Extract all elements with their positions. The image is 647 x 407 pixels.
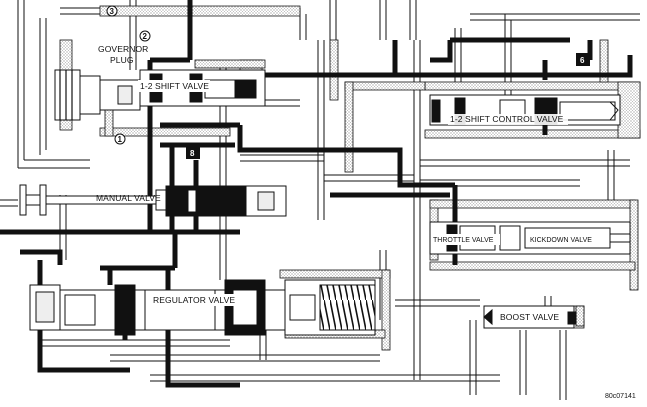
callout-2: 2	[139, 30, 151, 42]
manual-valve	[19, 184, 287, 217]
svg-text:8: 8	[190, 149, 195, 158]
callout-8: 8	[186, 146, 200, 159]
callout-3: 3	[106, 5, 118, 17]
kickdown-valve-label: KICKDOWN VALVE	[530, 237, 592, 244]
throttle-valve-label: THROTTLE VALVE	[433, 237, 494, 244]
shift-valve-label: 1-2 SHIFT VALVE	[140, 81, 209, 91]
component-labels: GOVERNOR PLUG 1-2 SHIFT VALVE 1-2 SHIFT …	[96, 44, 636, 400]
callouts: 3 2 1 6 8	[106, 5, 590, 159]
callout-1: 1	[114, 133, 126, 145]
svg-text:6: 6	[580, 56, 585, 65]
svg-text:2: 2	[143, 32, 148, 41]
governor-plug	[54, 69, 141, 121]
regulator-valve-label: REGULATOR VALVE	[153, 295, 235, 305]
callout-6: 6	[576, 53, 590, 66]
manual-valve-label: MANUAL VALVE	[96, 193, 161, 203]
svg-text:3: 3	[110, 7, 115, 16]
regulator-valve	[29, 279, 376, 336]
governor-plug-label-line2: PLUG	[110, 55, 134, 65]
boost-valve-label: BOOST VALVE	[500, 312, 559, 322]
figure-code: 80c07141	[605, 393, 636, 400]
governor-plug-label-line1: GOVERNOR	[98, 44, 148, 54]
svg-text:1: 1	[118, 135, 123, 144]
shift-control-valve-label: 1-2 SHIFT CONTROL VALVE	[450, 114, 564, 124]
